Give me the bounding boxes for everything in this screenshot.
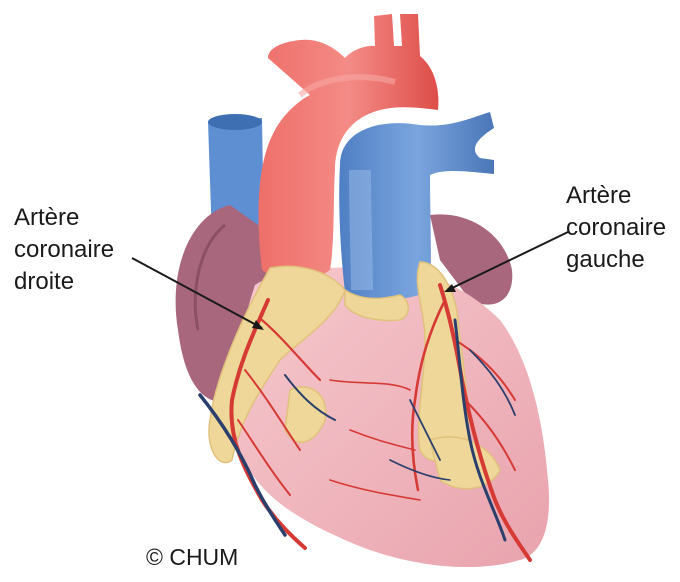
label-line: Artère — [566, 180, 666, 212]
label-left-coronary-artery: Artère coronaire gauche — [566, 180, 666, 276]
vena-cava-opening — [208, 114, 262, 130]
copyright-credit: © CHUM — [146, 544, 238, 571]
label-line: gauche — [566, 244, 666, 276]
label-line: coronaire — [566, 212, 666, 244]
label-line: Artère — [14, 202, 114, 234]
label-right-coronary-artery: Artère coronaire droite — [14, 202, 114, 298]
label-line: droite — [14, 266, 114, 298]
label-line: coronaire — [14, 234, 114, 266]
